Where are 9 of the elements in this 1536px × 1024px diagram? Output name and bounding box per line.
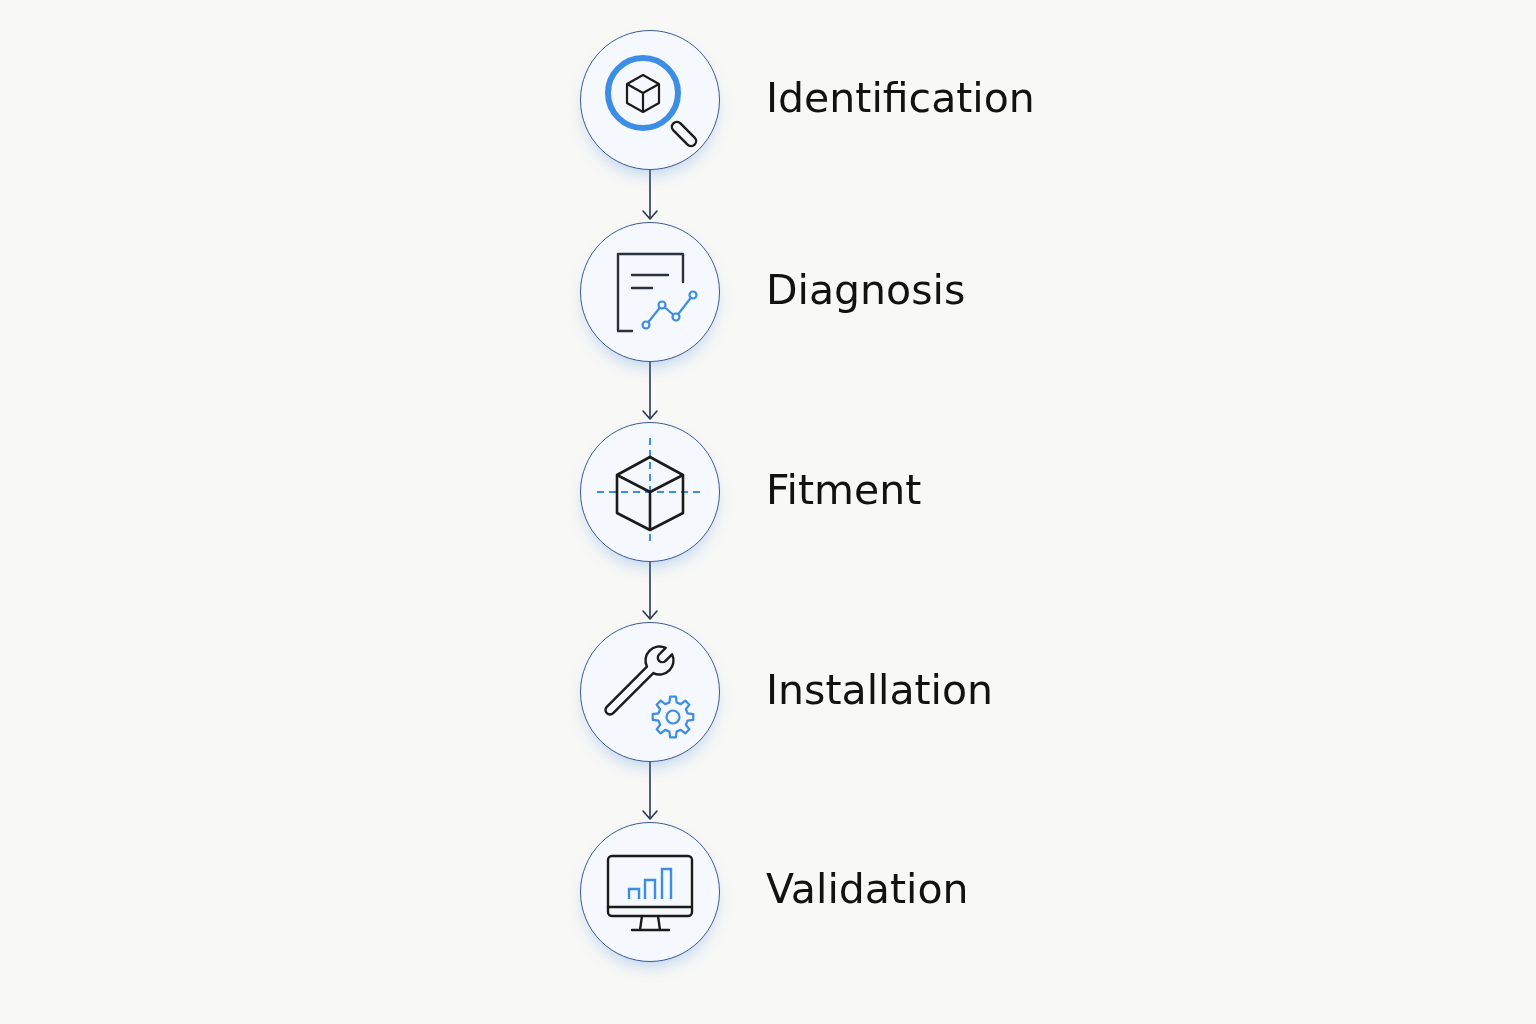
arrow xyxy=(642,169,658,220)
step-label: Installation xyxy=(766,666,994,716)
arrow xyxy=(642,761,658,820)
arrow xyxy=(642,361,658,420)
step-label: Fitment xyxy=(766,466,922,516)
step-label: Validation xyxy=(766,865,969,915)
arrow xyxy=(642,561,658,620)
step-label: Identification xyxy=(766,74,1035,124)
step-label: Diagnosis xyxy=(766,266,966,316)
